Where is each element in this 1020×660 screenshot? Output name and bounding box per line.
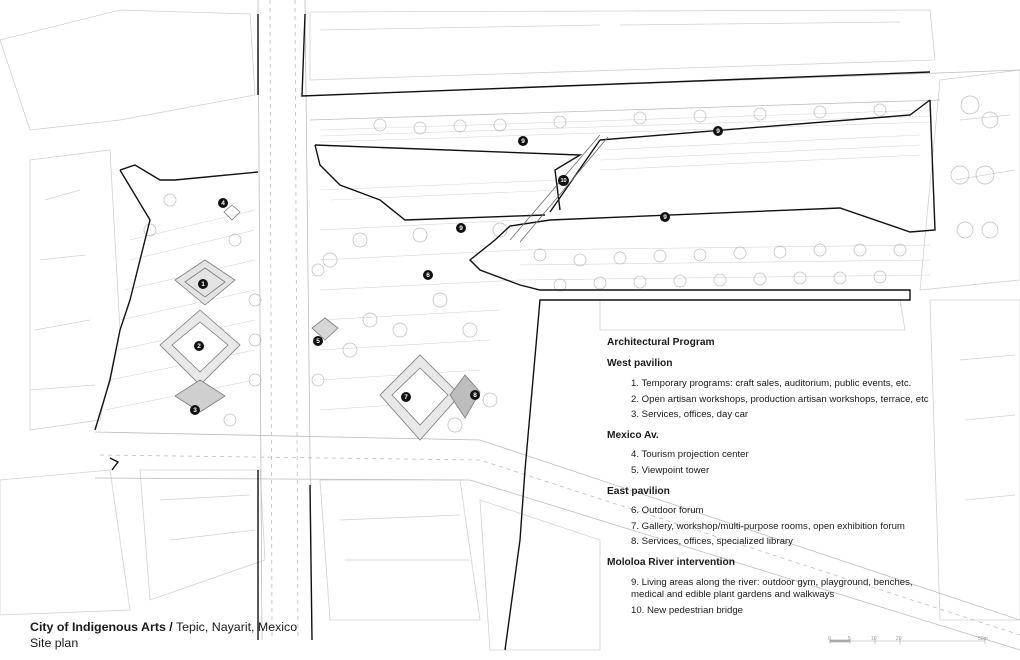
east-pavilion (223, 204, 481, 441)
section-title-mexico-av: Mexico Av. (607, 429, 659, 441)
list-item: 9. Living areas along the river: outdoor… (631, 576, 913, 601)
caption-location: Tepic, Nayarit, Mexico (172, 620, 298, 634)
marker-9a: 9 (518, 136, 528, 146)
section-list-east-pavilion: 6. Outdoor forum 7. Gallery, workshop/mu… (607, 505, 1012, 549)
section-list-mololoa-river: 9. Living areas along the river: outdoor… (607, 577, 1012, 618)
list-item: 5. Viewpoint tower (631, 464, 710, 476)
marker-8: 8 (470, 390, 480, 400)
scale-tick-5: 5 (848, 636, 851, 642)
pedestrian-bridge (509, 134, 609, 243)
list-item: 2. Open artisan workshops, production ar… (631, 393, 929, 405)
plan-caption: City of Indigenous Arts / Tepic, Nayarit… (30, 620, 297, 651)
architectural-program-legend: Architectural Program West pavilion 1. T… (607, 336, 1012, 624)
section-title-east-pavilion: East pavilion (607, 485, 670, 497)
city-blocks (0, 9, 1020, 651)
section-list-mexico-av: 4. Tourism projection center 5. Viewpoin… (607, 449, 1012, 477)
marker-7: 7 (401, 392, 411, 402)
trees (143, 95, 999, 433)
list-item: 6. Outdoor forum (631, 505, 704, 517)
river-hatch (319, 109, 931, 201)
project-outline (94, 13, 936, 651)
marker-4: 4 (218, 198, 228, 208)
marker-10: 10 (558, 175, 569, 186)
legend-heading: Architectural Program (607, 337, 715, 348)
list-item: 3. Services, offices, day car (631, 409, 749, 421)
scale-end-label: 50m (978, 636, 988, 642)
marker-9d: 9 (660, 212, 670, 222)
caption-title: City of Indigenous Arts / (30, 620, 173, 634)
marker-3: 3 (190, 405, 200, 415)
scale-tick-10: 10 (871, 636, 877, 642)
marker-1: 1 (198, 279, 208, 289)
plaza-hatch (104, 209, 931, 411)
scale-bar (829, 638, 986, 644)
marker-6: 6 (423, 270, 433, 280)
section-title-mololoa-river: Mololoa River intervention (607, 557, 735, 569)
marker-9c: 9 (456, 223, 466, 233)
list-item: 10. New pedestrian bridge (631, 604, 743, 616)
caption-subtitle: Site plan (30, 635, 79, 650)
list-item: 7. Gallery, workshop/multi-purpose rooms… (631, 520, 905, 532)
scale-tick-0: 0 (828, 636, 831, 642)
section-title-west-pavilion: West pavilion (607, 358, 673, 370)
marker-2: 2 (194, 341, 204, 351)
caption-title-line: City of Indigenous Arts / Tepic, Nayarit… (30, 620, 297, 636)
section-list-west-pavilion: 1. Temporary programs: craft sales, audi… (607, 378, 1012, 422)
list-item: 8. Services, offices, specialized librar… (631, 536, 793, 548)
list-item: 1. Temporary programs: craft sales, audi… (631, 377, 912, 389)
scale-tick-20: 20 (896, 636, 902, 642)
marker-5: 5 (313, 336, 323, 346)
list-item: 4. Tourism projection center (631, 449, 749, 461)
marker-9b: 9 (713, 126, 723, 136)
